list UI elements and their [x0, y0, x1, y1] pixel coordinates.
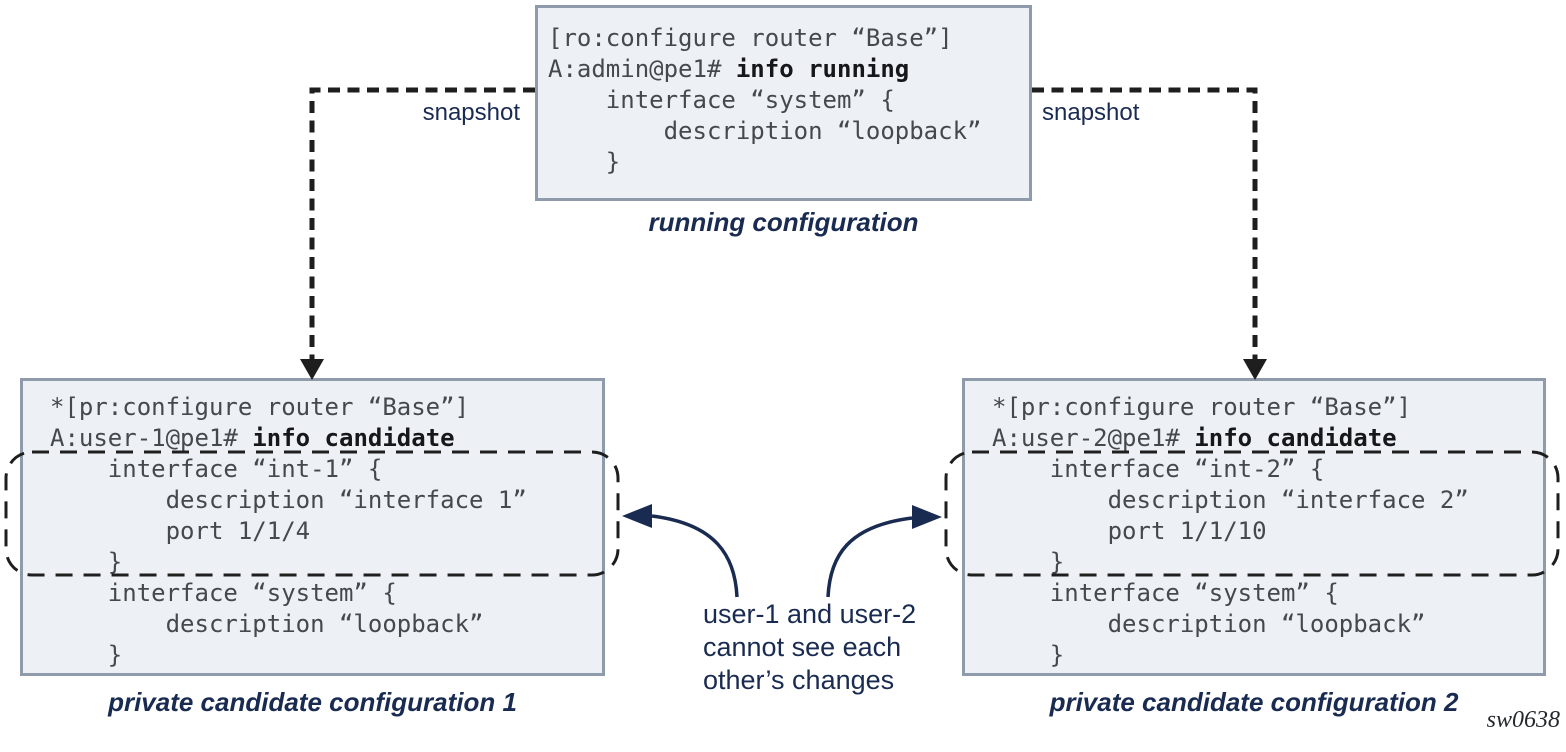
code-line: } [50, 548, 123, 576]
prompt-text: A:user-2@pe1# [992, 424, 1195, 452]
snapshot-connector-left [309, 87, 535, 360]
code-line: description “loopback” [50, 610, 484, 638]
code-line: interface “system” { [50, 579, 397, 607]
command-text: info running [735, 55, 910, 83]
arrowhead-down-left-icon [300, 359, 324, 380]
private-candidate-2-caption: private candidate configuration 2 [1049, 687, 1459, 717]
command-text: info candidate [1194, 424, 1397, 452]
code-line: *[pr:configure router “Base”] [992, 393, 1412, 421]
code-line: description “interface 1” [50, 486, 527, 514]
code-line: description “loopback” [548, 117, 982, 145]
code-line: } [50, 641, 123, 669]
note-line: user-1 and user-2 [703, 599, 917, 629]
note-arrow-right [826, 516, 913, 598]
note-line: other’s changes [703, 665, 895, 695]
code-line: [ro:configure router “Base”] [548, 24, 953, 52]
code-line: A:user-2@pe1# info candidate [992, 423, 1539, 454]
prompt-text: A:user-1@pe1# [50, 424, 253, 452]
code-line: A:user-1@pe1# info candidate [50, 423, 598, 454]
code-line: interface “system” { [992, 579, 1339, 607]
running-config-caption: running configuration [648, 207, 919, 237]
snapshot-label-left: snapshot [422, 99, 520, 126]
note-arrow-left [651, 514, 739, 598]
arrowhead-left-icon [622, 504, 652, 528]
snapshot-label-right: snapshot [1042, 99, 1140, 126]
note-annotation: user-1 and user-2 cannot see each other’… [703, 598, 916, 697]
private-candidate-1-caption: private candidate configuration 1 [108, 687, 517, 717]
code-line: port 1/1/10 [992, 517, 1267, 545]
code-line: } [548, 148, 621, 176]
private-candidate-2-box: *[pr:configure router “Base”] A:user-2@p… [962, 378, 1546, 676]
arrowhead-down-right-icon [1243, 359, 1267, 380]
running-config-box: [ro:configure router “Base”] A:admin@pe1… [535, 5, 1032, 201]
arrowhead-right-icon [912, 505, 942, 529]
prompt-text: A:admin@pe1# [548, 55, 736, 83]
figure-id-watermark: sw0638 [1486, 707, 1560, 733]
code-line: interface “int-2” { [992, 455, 1325, 483]
code-line: } [992, 641, 1065, 669]
snapshot-connector-right [1032, 87, 1258, 360]
code-line: description “interface 2” [992, 486, 1469, 514]
code-line: *[pr:configure router “Base”] [50, 393, 470, 421]
code-line: port 1/1/4 [50, 517, 311, 545]
code-line: A:admin@pe1# info running [548, 54, 1025, 85]
code-line: interface “int-1” { [50, 455, 383, 483]
code-line: interface “system” { [548, 86, 895, 114]
code-line: description “loopback” [992, 610, 1426, 638]
note-line: cannot see each [703, 632, 902, 662]
private-candidate-1-box: *[pr:configure router “Base”] A:user-1@p… [20, 378, 605, 676]
command-text: info candidate [252, 424, 455, 452]
code-line: } [992, 548, 1065, 576]
